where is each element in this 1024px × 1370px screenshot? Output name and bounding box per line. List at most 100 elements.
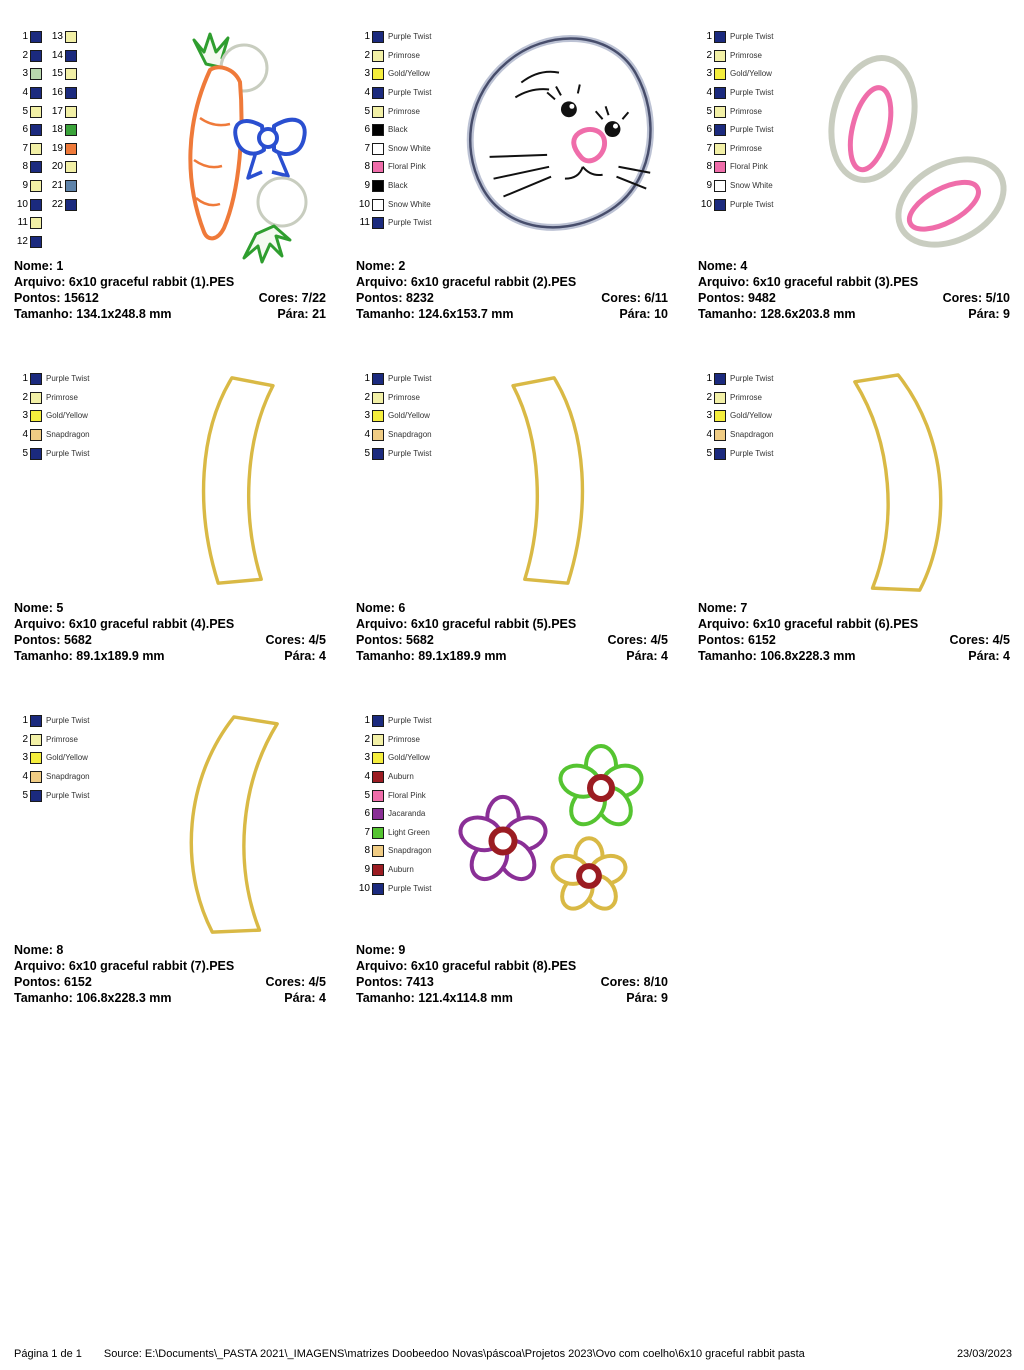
- cores-group: Cores: 5/10: [943, 290, 1010, 306]
- para-group: Pára: 21: [277, 306, 326, 322]
- nome-label: Nome:: [356, 601, 395, 615]
- thread-number: 21: [51, 180, 63, 192]
- thread-name: Primrose: [388, 392, 421, 402]
- thread-swatch: [372, 864, 384, 877]
- thread-swatch: [714, 198, 726, 211]
- pontos-cores-line: Pontos: 5682 Cores: 4/5: [14, 632, 326, 648]
- arquivo-label: Arquivo:: [356, 959, 408, 973]
- thread-number: 5: [364, 789, 370, 801]
- nome-value: 7: [740, 601, 748, 615]
- thread-name: Primrose: [730, 106, 763, 116]
- thread-number: 11: [359, 217, 370, 229]
- arquivo-value: 6x10 graceful rabbit (7).PES: [68, 959, 235, 973]
- cores-group: Cores: 4/5: [608, 632, 668, 648]
- tamanho-para-line: Tamanho: 106.8x228.3 mm Pára: 4: [14, 990, 326, 1006]
- cores-label: Cores:: [258, 291, 299, 305]
- thread-name: Snow White: [388, 199, 431, 209]
- cores-group: Cores: 7/22: [259, 290, 326, 306]
- thread-swatch: [372, 789, 384, 802]
- thread-swatch: [30, 142, 42, 155]
- egg-arc-graphic: [853, 373, 943, 592]
- thread-number: 5: [22, 789, 28, 801]
- design-thumbnail: [172, 372, 282, 592]
- para-value: 4: [661, 649, 668, 663]
- thread-number: 9: [706, 180, 712, 192]
- thread-swatch: [714, 391, 726, 404]
- arquivo-label: Arquivo:: [698, 617, 750, 631]
- pontos-cores-line: Pontos: 9482 Cores: 5/10: [698, 290, 1010, 306]
- thread-name: Purple Twist: [730, 125, 774, 135]
- thread-color-row: 5: [14, 102, 46, 121]
- tamanho-group: Tamanho: 106.8x228.3 mm: [698, 648, 856, 664]
- thread-number: 1: [706, 31, 712, 43]
- egg-arc-graphic: [511, 376, 585, 585]
- thread-name: Snapdragon: [730, 430, 774, 440]
- para-label: Pára:: [968, 307, 1000, 321]
- arquivo-label: Arquivo:: [14, 275, 66, 289]
- thread-name: Purple Twist: [46, 790, 90, 800]
- thread-number: 3: [706, 410, 712, 422]
- thread-number: 10: [358, 882, 370, 894]
- para-value: 4: [1003, 649, 1010, 663]
- nome-label: Nome:: [356, 943, 395, 957]
- pontos-label: Pontos:: [698, 291, 745, 305]
- thread-number: 4: [706, 429, 712, 441]
- thread-number: 2: [364, 49, 370, 61]
- pontos-label: Pontos:: [14, 975, 61, 989]
- design-thumbnail: [144, 30, 319, 265]
- thread-number: 3: [22, 752, 28, 764]
- thread-color-row: 18: [49, 121, 81, 140]
- nome-value: 2: [398, 259, 406, 273]
- pontos-value: 9482: [748, 291, 776, 305]
- pontos-value: 6152: [748, 633, 776, 647]
- para-value: 21: [312, 307, 326, 321]
- nome-value: 4: [740, 259, 748, 273]
- nome-label: Nome:: [14, 259, 53, 273]
- cores-label: Cores:: [607, 633, 648, 647]
- thread-name: Floral Pink: [388, 790, 426, 800]
- thread-swatch: [30, 429, 42, 442]
- thread-swatch: [372, 49, 384, 62]
- nome-label: Nome:: [356, 259, 395, 273]
- thread-swatch: [372, 410, 384, 423]
- thread-swatch: [372, 733, 384, 746]
- tamanho-label: Tamanho:: [14, 991, 73, 1005]
- thread-swatch: [65, 124, 77, 137]
- pontos-cores-line: Pontos: 15612 Cores: 7/22: [14, 290, 326, 306]
- tamanho-value: 124.6x153.7 mm: [418, 307, 514, 321]
- para-group: Pára: 9: [626, 990, 668, 1006]
- tamanho-para-line: Tamanho: 128.6x203.8 mm Pára: 9: [698, 306, 1010, 322]
- para-label: Pára:: [968, 649, 1000, 663]
- thread-color-row: 14: [49, 47, 81, 66]
- tamanho-label: Tamanho:: [356, 649, 415, 663]
- para-value: 10: [654, 307, 668, 321]
- arquivo-line: Arquivo: 6x10 graceful rabbit (4).PES: [14, 616, 326, 632]
- pontos-label: Pontos:: [698, 633, 745, 647]
- design-meta: Nome: 9 Arquivo: 6x10 graceful rabbit (8…: [356, 942, 668, 1006]
- design-thumbnail: [504, 372, 614, 592]
- thread-swatch: [372, 105, 384, 118]
- thread-color-row: 10: [14, 195, 46, 214]
- thread-swatch: [30, 715, 42, 728]
- design-meta: Nome: 7 Arquivo: 6x10 graceful rabbit (6…: [698, 600, 1010, 664]
- tamanho-value: 134.1x248.8 mm: [76, 307, 172, 321]
- thread-color-row: 4: [14, 84, 46, 103]
- design-meta: Nome: 1 Arquivo: 6x10 graceful rabbit (1…: [14, 258, 326, 322]
